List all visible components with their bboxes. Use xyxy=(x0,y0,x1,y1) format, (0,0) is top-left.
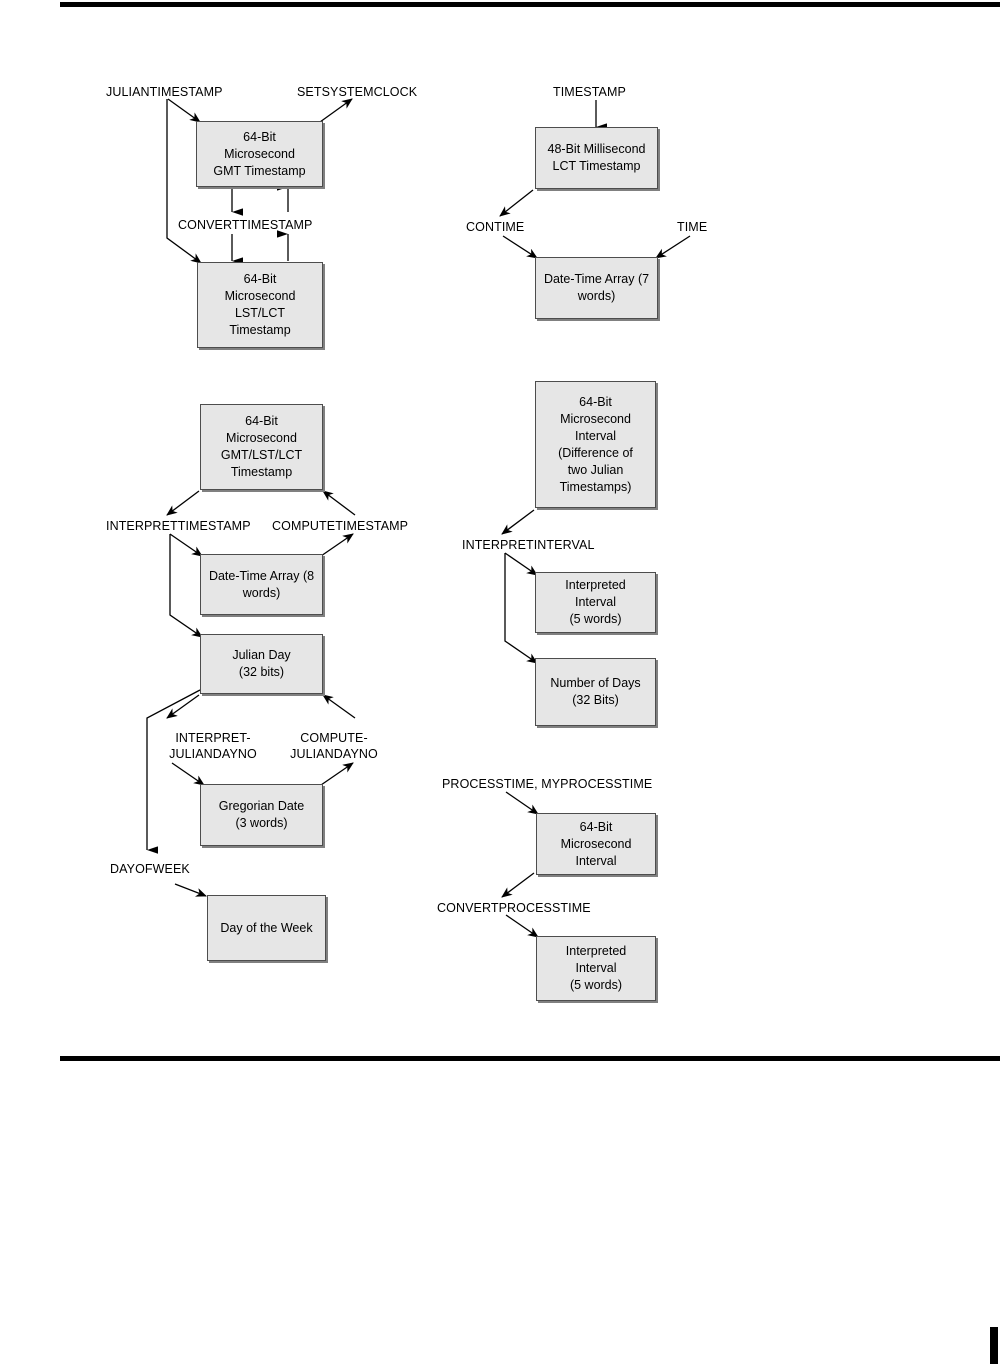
diagram-connectors xyxy=(146,98,691,938)
node-number-of-days: Number of Days (32 Bits) xyxy=(535,658,656,726)
node-datetime-array-8: Date-Time Array (8 words) xyxy=(200,554,323,615)
node-microsecond-interval-difference: 64-Bit Microsecond Interval (Difference … xyxy=(535,381,656,508)
node-interpreted-interval-1-label: Interpreted Interval (5 words) xyxy=(565,578,626,626)
node-lstlct-timestamp-label: 64-Bit Microsecond LST/LCT Timestamp xyxy=(224,272,296,337)
edge-label-time: TIME xyxy=(677,220,708,234)
footer-rule xyxy=(60,1056,1000,1061)
node-julian-day-label: Julian Day (32 bits) xyxy=(232,648,291,679)
node-gmtlstlct-timestamp: 64-Bit Microsecond GMT/LST/LCT Timestamp xyxy=(200,404,323,490)
node-gregorian-date: Gregorian Date (3 words) xyxy=(200,784,323,846)
header-rule xyxy=(60,2,1000,7)
edge-label-processtime: PROCESSTIME, MYPROCESSTIME xyxy=(442,777,653,791)
edge-label-interpretjuliandayno: INTERPRET- JULIANDAYNO xyxy=(169,731,257,761)
edge-label-dayofweek: DAYOFWEEK xyxy=(110,862,190,876)
edge-label-interprettimestamp: INTERPRETTIMESTAMP xyxy=(106,519,251,533)
edge-label-computetimestamp: COMPUTETIMESTAMP xyxy=(272,519,409,533)
page-corner-mark xyxy=(990,1327,998,1364)
node-interpreted-interval-2-label: Interpreted Interval (5 words) xyxy=(565,944,627,992)
node-day-of-week: Day of the Week xyxy=(207,895,326,961)
node-gmtlstlct-timestamp-label: 64-Bit Microsecond GMT/LST/LCT Timestamp xyxy=(220,414,303,479)
node-gmt-timestamp: 64-Bit Microsecond GMT Timestamp xyxy=(196,121,323,187)
node-day-of-week-label: Day of the Week xyxy=(220,920,313,935)
edge-label-computejuliandayno: COMPUTE- JULIANDAYNO xyxy=(290,731,378,761)
node-lstlct-timestamp: 64-Bit Microsecond LST/LCT Timestamp xyxy=(197,262,323,348)
node-gmt-timestamp-label: 64-Bit Microsecond GMT Timestamp xyxy=(213,129,306,178)
node-gregorian-date-label: Gregorian Date (3 words) xyxy=(218,799,305,830)
edge-label-interpretinterval: INTERPRETINTERVAL xyxy=(462,538,595,552)
node-microsecond-interval-label: 64-Bit Microsecond Interval xyxy=(560,819,632,868)
edge-label-juliantimestamp: JULIANTIMESTAMP xyxy=(106,85,223,99)
node-number-of-days-label: Number of Days (32 Bits) xyxy=(550,676,641,707)
node-interpreted-interval-1: Interpreted Interval (5 words) xyxy=(535,572,656,633)
edge-label-timestamp: TIMESTAMP xyxy=(553,85,626,99)
edge-label-convertprocesstime: CONVERTPROCESSTIME xyxy=(437,901,591,915)
node-julian-day: Julian Day (32 bits) xyxy=(200,634,323,694)
edge-label-contime: CONTIME xyxy=(466,220,525,234)
node-datetime-array-7-label: Date-Time Array (7 words) xyxy=(543,272,650,303)
node-datetime-array-7: Date-Time Array (7 words) xyxy=(535,257,658,319)
node-datetime-array-8-label: Date-Time Array (8 words) xyxy=(208,568,315,600)
node-lct-timestamp: 48-Bit Millisecond LCT Timestamp xyxy=(535,127,658,189)
edge-label-converttimestamp: CONVERTTIMESTAMP xyxy=(178,218,313,232)
node-microsecond-interval: 64-Bit Microsecond Interval xyxy=(536,813,656,875)
node-lct-timestamp-label: 48-Bit Millisecond LCT Timestamp xyxy=(547,142,646,173)
edge-label-setsystemclock: SETSYSTEMCLOCK xyxy=(297,85,418,99)
node-interpreted-interval-2: Interpreted Interval (5 words) xyxy=(536,936,656,1001)
node-microsecond-interval-difference-label: 64-Bit Microsecond Interval (Difference … xyxy=(558,394,633,494)
